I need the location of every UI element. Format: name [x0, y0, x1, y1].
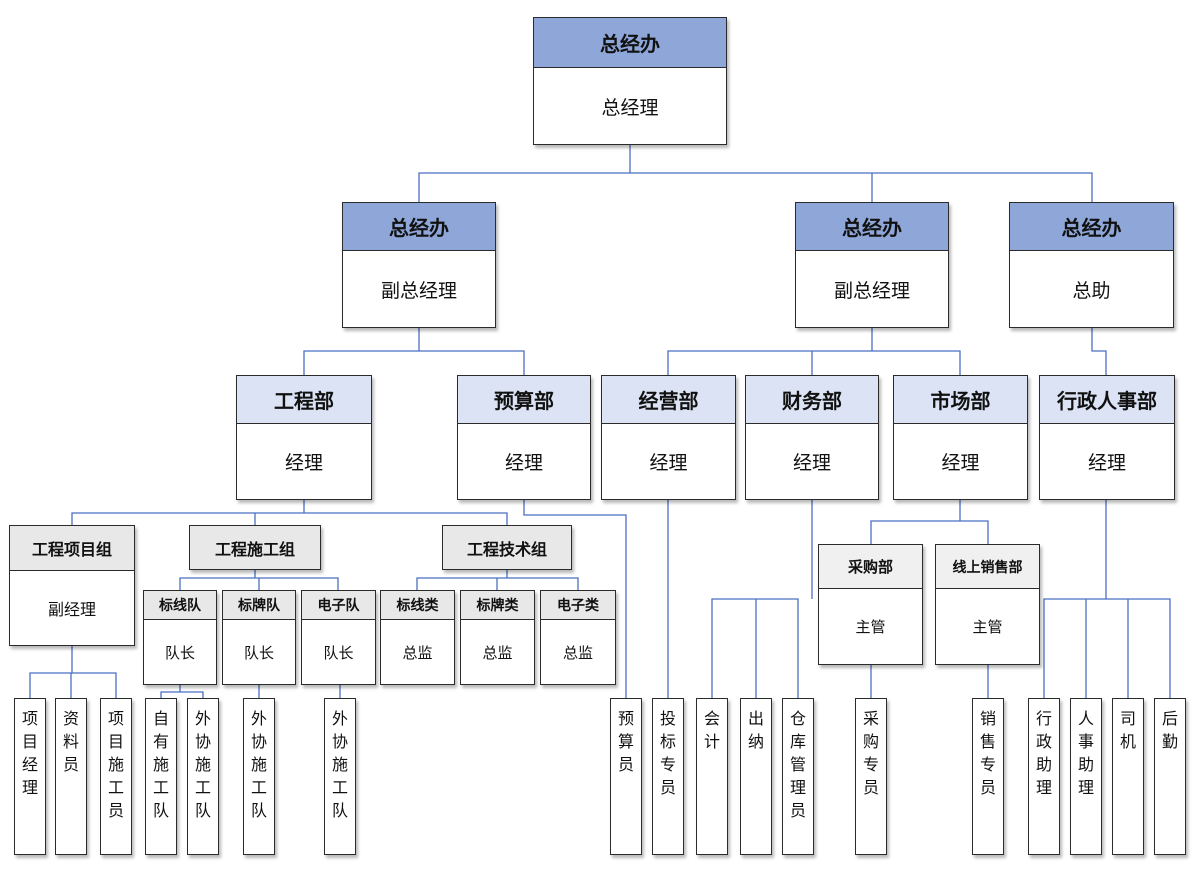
assistant-box: 总经办 总助 [1009, 202, 1174, 328]
dept-name: 工程部 [237, 376, 371, 424]
dept-role: 经理 [284, 452, 323, 474]
team-role: 队长 [243, 643, 274, 662]
group-name: 工程项目组 [10, 526, 134, 571]
category-marking-line: 标线类 总监 [380, 590, 455, 685]
category-role: 总监 [562, 643, 593, 662]
leaf-driver: 司机 [1112, 698, 1144, 855]
dept-role: 经理 [504, 452, 543, 474]
leaf-accountant: 会计 [696, 698, 728, 855]
assistant-role: 总助 [1072, 279, 1111, 302]
group-name: 工程技术组 [443, 526, 571, 569]
vp-role: 副总经理 [833, 279, 910, 302]
team-name: 电子队 [302, 591, 375, 620]
dept-role: 经理 [941, 452, 980, 474]
team-name: 标牌队 [223, 591, 295, 620]
leaf-sales-specialist: 销售专员 [972, 698, 1004, 855]
group-name: 工程施工组 [190, 526, 320, 569]
leaf-document-clerk: 资料员 [55, 698, 87, 855]
team-role: 队长 [323, 643, 354, 662]
vp-dept: 总经办 [343, 203, 495, 251]
leaf-outsourced-crew: 外协施工队 [324, 698, 356, 855]
category-sign: 标牌类 总监 [460, 590, 535, 685]
dept-marketing: 市场部 经理 [893, 375, 1028, 500]
leaf-budget-clerk: 预算员 [610, 698, 642, 855]
leaf-hr-assistant: 人事助理 [1070, 698, 1102, 855]
leaf-admin-assistant: 行政助理 [1028, 698, 1060, 855]
dept-name: 行政人事部 [1040, 376, 1174, 424]
dept-operations: 经营部 经理 [601, 375, 736, 500]
dept-finance: 财务部 经理 [745, 375, 879, 500]
subdept-name: 采购部 [819, 545, 922, 589]
category-name: 电子类 [541, 591, 615, 620]
vp-role: 副总经理 [380, 279, 457, 302]
subdept-purchasing: 采购部 主管 [818, 544, 923, 665]
ceo-box: 总经办 总经理 [533, 17, 727, 145]
group-role: 副经理 [47, 600, 96, 619]
leaf-project-constructor: 项目施工员 [100, 698, 132, 855]
subdept-role: 主管 [972, 618, 1003, 636]
dept-role: 经理 [1087, 452, 1126, 474]
team-name: 标线队 [144, 591, 216, 620]
category-name: 标牌类 [461, 591, 534, 620]
team-role: 队长 [164, 643, 195, 662]
leaf-logistics: 后勤 [1154, 698, 1186, 855]
dept-engineering: 工程部 经理 [236, 375, 372, 500]
leaf-outsourced-crew: 外协施工队 [243, 698, 275, 855]
leaf-warehouse-keeper: 仓库管理员 [782, 698, 814, 855]
category-name: 标线类 [381, 591, 454, 620]
leaf-bid-specialist: 投标专员 [652, 698, 684, 855]
dept-budget: 预算部 经理 [457, 375, 591, 500]
leaf-project-manager: 项目经理 [14, 698, 46, 855]
vp-box-2: 总经办 副总经理 [795, 202, 949, 328]
leaf-purchasing-specialist: 采购专员 [855, 698, 887, 855]
subdept-online-sales: 线上销售部 主管 [935, 544, 1040, 665]
group-project: 工程项目组 副经理 [9, 525, 135, 646]
team-marking-line: 标线队 队长 [143, 590, 217, 685]
leaf-outsourced-crew: 外协施工队 [187, 698, 219, 855]
vp-box-1: 总经办 副总经理 [342, 202, 496, 328]
dept-role: 经理 [792, 452, 831, 474]
category-electronic: 电子类 总监 [540, 590, 616, 685]
category-role: 总监 [482, 643, 513, 662]
category-role: 总监 [402, 643, 433, 662]
leaf-cashier: 出纳 [740, 698, 772, 855]
group-tech: 工程技术组 [442, 525, 572, 570]
dept-name: 财务部 [746, 376, 878, 424]
dept-name: 经营部 [602, 376, 735, 424]
group-construction: 工程施工组 [189, 525, 321, 570]
dept-admin-hr: 行政人事部 经理 [1039, 375, 1175, 500]
leaf-own-crew: 自有施工队 [145, 698, 177, 855]
ceo-role: 总经理 [601, 96, 659, 119]
ceo-dept: 总经办 [534, 18, 726, 68]
dept-name: 市场部 [894, 376, 1027, 424]
subdept-role: 主管 [855, 618, 886, 636]
subdept-name: 线上销售部 [936, 545, 1039, 589]
assistant-dept: 总经办 [1010, 203, 1173, 251]
dept-role: 经理 [649, 452, 688, 474]
team-electronic: 电子队 队长 [301, 590, 376, 685]
vp-dept: 总经办 [796, 203, 948, 251]
team-sign: 标牌队 队长 [222, 590, 296, 685]
dept-name: 预算部 [458, 376, 590, 424]
